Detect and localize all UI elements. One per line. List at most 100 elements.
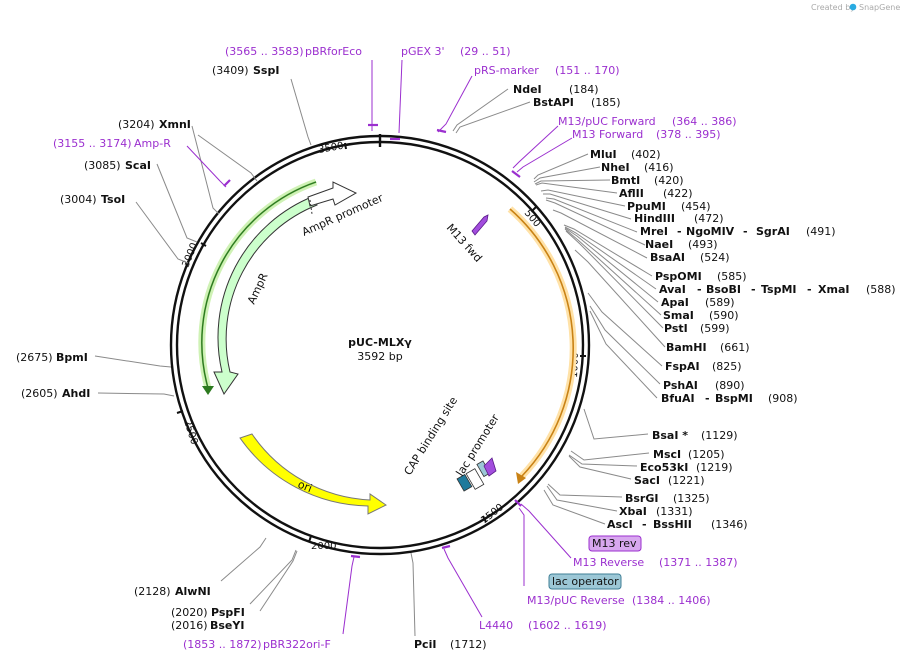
primer-m13puc-fwd-range: (364 .. 386) xyxy=(672,115,737,128)
enzyme-bspmi-name: BspMI xyxy=(715,392,753,405)
primer-pbrforeco-name: pBRforEco xyxy=(305,45,362,58)
enzyme-bsai-pos: (1129) xyxy=(701,429,738,442)
enzyme-asci-name: AscI xyxy=(607,518,633,531)
enzyme-tspmi-name: TspMI xyxy=(761,283,797,296)
enzyme-naei-name: NaeI xyxy=(645,238,673,251)
enzyme-pcii-name: PciI xyxy=(414,638,436,651)
primer-prs-marker-name: pRS-marker xyxy=(474,64,539,77)
enzyme-eco53ki-pos: (1219) xyxy=(696,461,733,474)
enzyme-bsrgi-name: BsrGI xyxy=(625,492,658,505)
lacz-feature[interactable] xyxy=(509,208,574,477)
enzyme-eco53ki-name: Eco53kI xyxy=(640,461,688,474)
enzyme-bamhi-name: BamHI xyxy=(666,341,707,354)
primer-ampr-range: (3155 .. 3174) xyxy=(53,137,132,150)
primer-pbr322ori-range: (1853 .. 1872) xyxy=(183,638,262,651)
lacz-arrowhead xyxy=(516,472,526,484)
enzyme-bpmi-pos: (2675) xyxy=(16,351,53,364)
tick-marks xyxy=(176,142,586,543)
ampr-line-arc xyxy=(201,181,317,389)
ampr-promoter-feature[interactable] xyxy=(307,181,358,207)
enzyme-scai-pos: (3085) xyxy=(84,159,121,172)
enzyme-saci-name: SacI xyxy=(634,474,660,487)
enzyme-ppumi-pos: (454) xyxy=(681,200,711,213)
credit-brand: SnapGene xyxy=(859,3,900,12)
tick-2500: 2500 xyxy=(181,419,199,447)
enzyme-ndei-pos: (184) xyxy=(569,83,599,96)
enzyme-bsshii-name: BssHII xyxy=(653,518,692,531)
enzyme-pshai-name: PshAI xyxy=(663,379,698,392)
tick-3500: 3500 xyxy=(318,141,345,156)
primer-l4440-range: (1602 .. 1619) xyxy=(528,619,607,632)
enzyme-bmti-name: BmtI xyxy=(611,174,640,187)
enzyme-ndei-name: NdeI xyxy=(513,83,542,96)
primer-m13puc-fwd-name: M13/pUC Forward xyxy=(558,115,656,128)
enzyme-mrei-pos: (491) xyxy=(806,225,836,238)
enzyme-apai-pos: (589) xyxy=(705,296,735,309)
primer-pbrforeco-range: (3565 .. 3583) xyxy=(225,45,304,58)
enzyme-bstapi-name: BstAPI xyxy=(533,96,574,109)
ori-feature[interactable] xyxy=(239,433,387,515)
enzyme-avai-sep-3: - xyxy=(807,283,812,296)
enzyme-avai-pos: (588) xyxy=(866,283,896,296)
enzyme-bsobi-name: BsoBI xyxy=(706,283,741,296)
enzyme-fspai-pos: (825) xyxy=(712,360,742,373)
primer-m13-reverse-range: (1371 .. 1387) xyxy=(659,556,738,569)
enzyme-smai-name: SmaI xyxy=(663,309,694,322)
enzyme-scai-name: ScaI xyxy=(125,159,151,172)
enzyme-bfuai-name: BfuAI xyxy=(661,392,695,405)
primer-ampr-name: Amp-R xyxy=(134,137,171,150)
primer-m13puc-rev-range: (1384 .. 1406) xyxy=(632,594,711,607)
enzyme-naei-pos: (493) xyxy=(688,238,718,251)
enzyme-bmti-pos: (420) xyxy=(654,174,684,187)
enzyme-mlui-name: MluI xyxy=(590,148,617,161)
enzyme-pspomi-name: PspOMI xyxy=(655,270,702,283)
enzyme-xmai-name: XmaI xyxy=(818,283,849,296)
enzyme-mrei-sep-2: - xyxy=(743,225,748,238)
enzyme-bseyi-name: BseYI xyxy=(210,619,244,632)
enzyme-ahdi-pos: (2605) xyxy=(21,387,58,400)
enzyme-msci-name: MscI xyxy=(653,448,681,461)
m13-fwd-feature[interactable] xyxy=(471,214,489,236)
m13-rev-label: M13 rev xyxy=(592,537,637,550)
enzyme-xmni-pos: (3204) xyxy=(118,118,155,131)
snapgene-logo-icon xyxy=(849,3,857,11)
primer-pgex3-range: (29 .. 51) xyxy=(460,45,511,58)
enzyme-avai-name: AvaI xyxy=(659,283,686,296)
enzyme-asci-pos: (1346) xyxy=(711,518,748,531)
enzyme-psti-pos: (599) xyxy=(700,322,730,335)
enzyme-nhei-pos: (416) xyxy=(644,161,674,174)
lac-operator-tag xyxy=(548,573,622,590)
enzyme-smai-pos: (590) xyxy=(709,309,739,322)
enzyme-pspfi-name: PspFI xyxy=(211,606,245,619)
lac-operator-label: lac operator xyxy=(552,575,619,588)
enzyme-psti-name: PstI xyxy=(664,322,688,335)
enzyme-aflii-name: AflII xyxy=(619,187,644,200)
enzyme-bamhi-pos: (661) xyxy=(720,341,750,354)
enzyme-saci-pos: (1221) xyxy=(668,474,705,487)
primer-m13puc-rev-name: M13/pUC Reverse xyxy=(527,594,625,607)
enzyme-mrei-name: MreI xyxy=(640,225,668,238)
m13-rev-feature[interactable] xyxy=(483,457,497,477)
cap-binding-site-feature[interactable] xyxy=(456,473,473,492)
primer-prs-marker-range: (151 .. 170) xyxy=(555,64,620,77)
enzyme-pspfi-pos: (2020) xyxy=(171,606,208,619)
ampr-feature[interactable] xyxy=(213,195,318,396)
enzyme-bsaai-pos: (524) xyxy=(700,251,730,264)
ampr-label: AmpR xyxy=(245,271,271,307)
plasmid-name: pUC-MLXγ xyxy=(348,336,412,349)
enzyme-fspai-name: FspAI xyxy=(665,360,700,373)
enzyme-pspomi-pos: (585) xyxy=(717,270,747,283)
primer-marks xyxy=(223,123,522,559)
enzyme-xbai-name: XbaI xyxy=(619,505,647,518)
enzyme-asci-sep: - xyxy=(642,518,647,531)
m13-rev-tag xyxy=(588,535,642,552)
enzyme-leader-lines xyxy=(94,78,666,637)
enzyme-avai-sep-1: - xyxy=(697,283,702,296)
enzyme-xbai-pos: (1331) xyxy=(656,505,693,518)
enzyme-apai-name: ApaI xyxy=(661,296,689,309)
primer-m13-fwd-range: (378 .. 395) xyxy=(656,128,721,141)
lac-promoter-feature[interactable] xyxy=(465,468,485,490)
enzyme-bfuai-pos: (908) xyxy=(768,392,798,405)
enzyme-mrei-sep-1: - xyxy=(677,225,682,238)
